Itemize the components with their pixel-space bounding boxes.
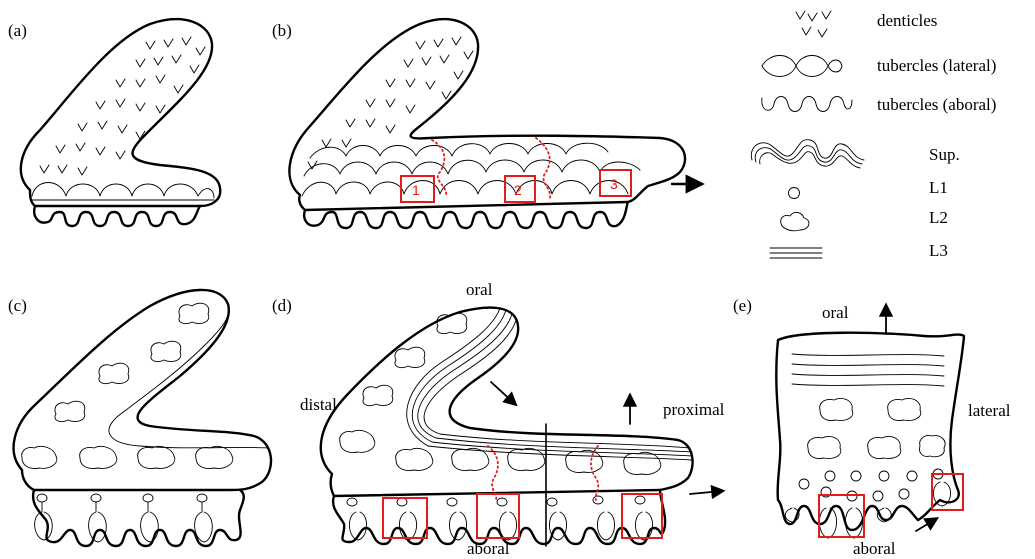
element-b-denticles	[308, 37, 473, 169]
label-proximal: proximal	[663, 400, 725, 419]
legend-l2-label: L2	[929, 208, 948, 227]
legend-tubercles-lateral-label: tubercles (lateral)	[877, 56, 996, 75]
arrow-d-oblique	[491, 382, 515, 404]
legend-denticles-label: denticles	[877, 11, 937, 30]
element-b-seams	[432, 138, 550, 198]
panel-label-d: (d)	[272, 296, 292, 315]
label-aboral-e: aboral	[853, 539, 896, 558]
element-e-tubercles	[785, 398, 950, 538]
legend-denticles-icon	[796, 11, 831, 37]
legend-sup-label: Sup.	[929, 145, 960, 164]
panel-d: (d) oral distal proximal aboral	[272, 280, 725, 558]
element-d-outline	[321, 308, 693, 544]
element-c-tubercles	[22, 303, 233, 542]
label-distal: distal	[300, 395, 337, 414]
legend-l2-icon	[781, 212, 809, 230]
legend: denticles tubercles (lateral) tubercles …	[751, 11, 996, 260]
label-oral-d: oral	[466, 280, 493, 299]
panel-b: (b) 1 2	[272, 19, 700, 228]
legend-tubercles-aboral-icon	[762, 97, 852, 112]
panel-e: (e) oral lateral aboral	[733, 296, 1011, 558]
panel-label-e: (e)	[733, 296, 752, 315]
panel-label-a: (a)	[8, 21, 27, 40]
element-e-outline	[776, 333, 964, 530]
legend-l1-icon	[789, 188, 800, 199]
element-d-tubercles	[340, 313, 661, 540]
element-c-outline	[14, 290, 271, 546]
box-b-1-number: 1	[412, 182, 420, 198]
box-b-3: 3	[600, 170, 631, 196]
box-d-1	[383, 498, 427, 538]
element-a-outline	[21, 19, 220, 226]
element-b-lateral-tubercles	[302, 143, 640, 196]
label-oral-e: oral	[822, 303, 849, 322]
box-b-3-number: 3	[610, 176, 618, 192]
element-a-denticles	[40, 37, 205, 175]
legend-tubercles-lateral-icon	[762, 56, 842, 77]
legend-l1-label: L1	[929, 178, 948, 197]
box-b-2: 2	[505, 176, 535, 202]
box-e-1	[819, 495, 864, 537]
box-b-2-number: 2	[514, 182, 522, 198]
element-e-lamellae	[792, 354, 944, 386]
arrow-d-right	[690, 491, 722, 494]
legend-sup-icon	[751, 140, 864, 168]
element-c-inner-lines	[109, 304, 268, 448]
panel-c: (c)	[8, 290, 271, 546]
panel-a: (a)	[8, 19, 220, 226]
panel-label-c: (c)	[8, 296, 27, 315]
panel-label-b: (b)	[272, 21, 292, 40]
legend-l3-label: L3	[929, 241, 948, 260]
element-a-lateral-tubercles	[32, 183, 214, 201]
legend-l3-icon	[770, 248, 822, 258]
legend-tubercles-aboral-label: tubercles (aboral)	[877, 95, 996, 114]
label-lateral: lateral	[968, 401, 1011, 420]
